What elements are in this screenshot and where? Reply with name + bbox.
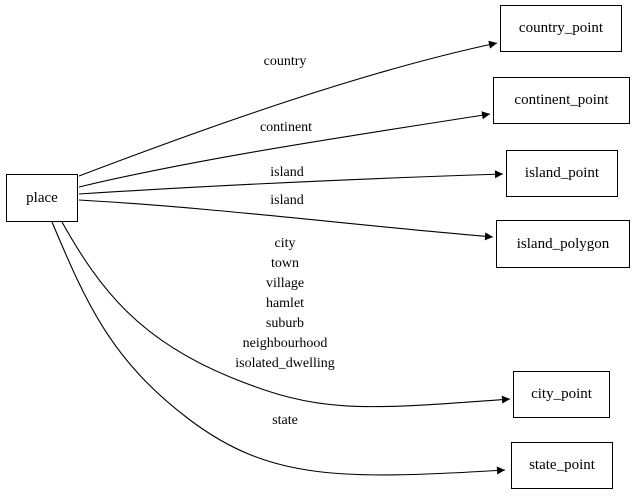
edge-place-state_point (51, 221, 506, 476)
node-country-point: country_point (500, 5, 622, 52)
edge-place-continent_point (78, 111, 491, 188)
edge-place-island_polygon (78, 199, 494, 241)
edge-label-island-polygon: island (270, 193, 304, 208)
node-continent-point: continent_point (493, 77, 630, 124)
edge-place-country_point (78, 40, 498, 177)
node-city-point: city_point (513, 371, 610, 418)
edge-label-state: state (272, 413, 298, 428)
node-island-point: island_point (506, 150, 618, 197)
edge-place-island_point (78, 170, 504, 195)
edge-label-country: country (263, 54, 307, 69)
edge-label-continent: continent (259, 120, 313, 135)
edge-label-island-point: island (270, 165, 304, 180)
node-state-point: state_point (511, 442, 613, 489)
node-place: place (6, 174, 78, 222)
edge-label-city-types: city town village hamlet suburb neighbou… (235, 236, 335, 371)
node-island-polygon: island_polygon (496, 220, 630, 268)
edge-place-city_point (61, 221, 511, 408)
